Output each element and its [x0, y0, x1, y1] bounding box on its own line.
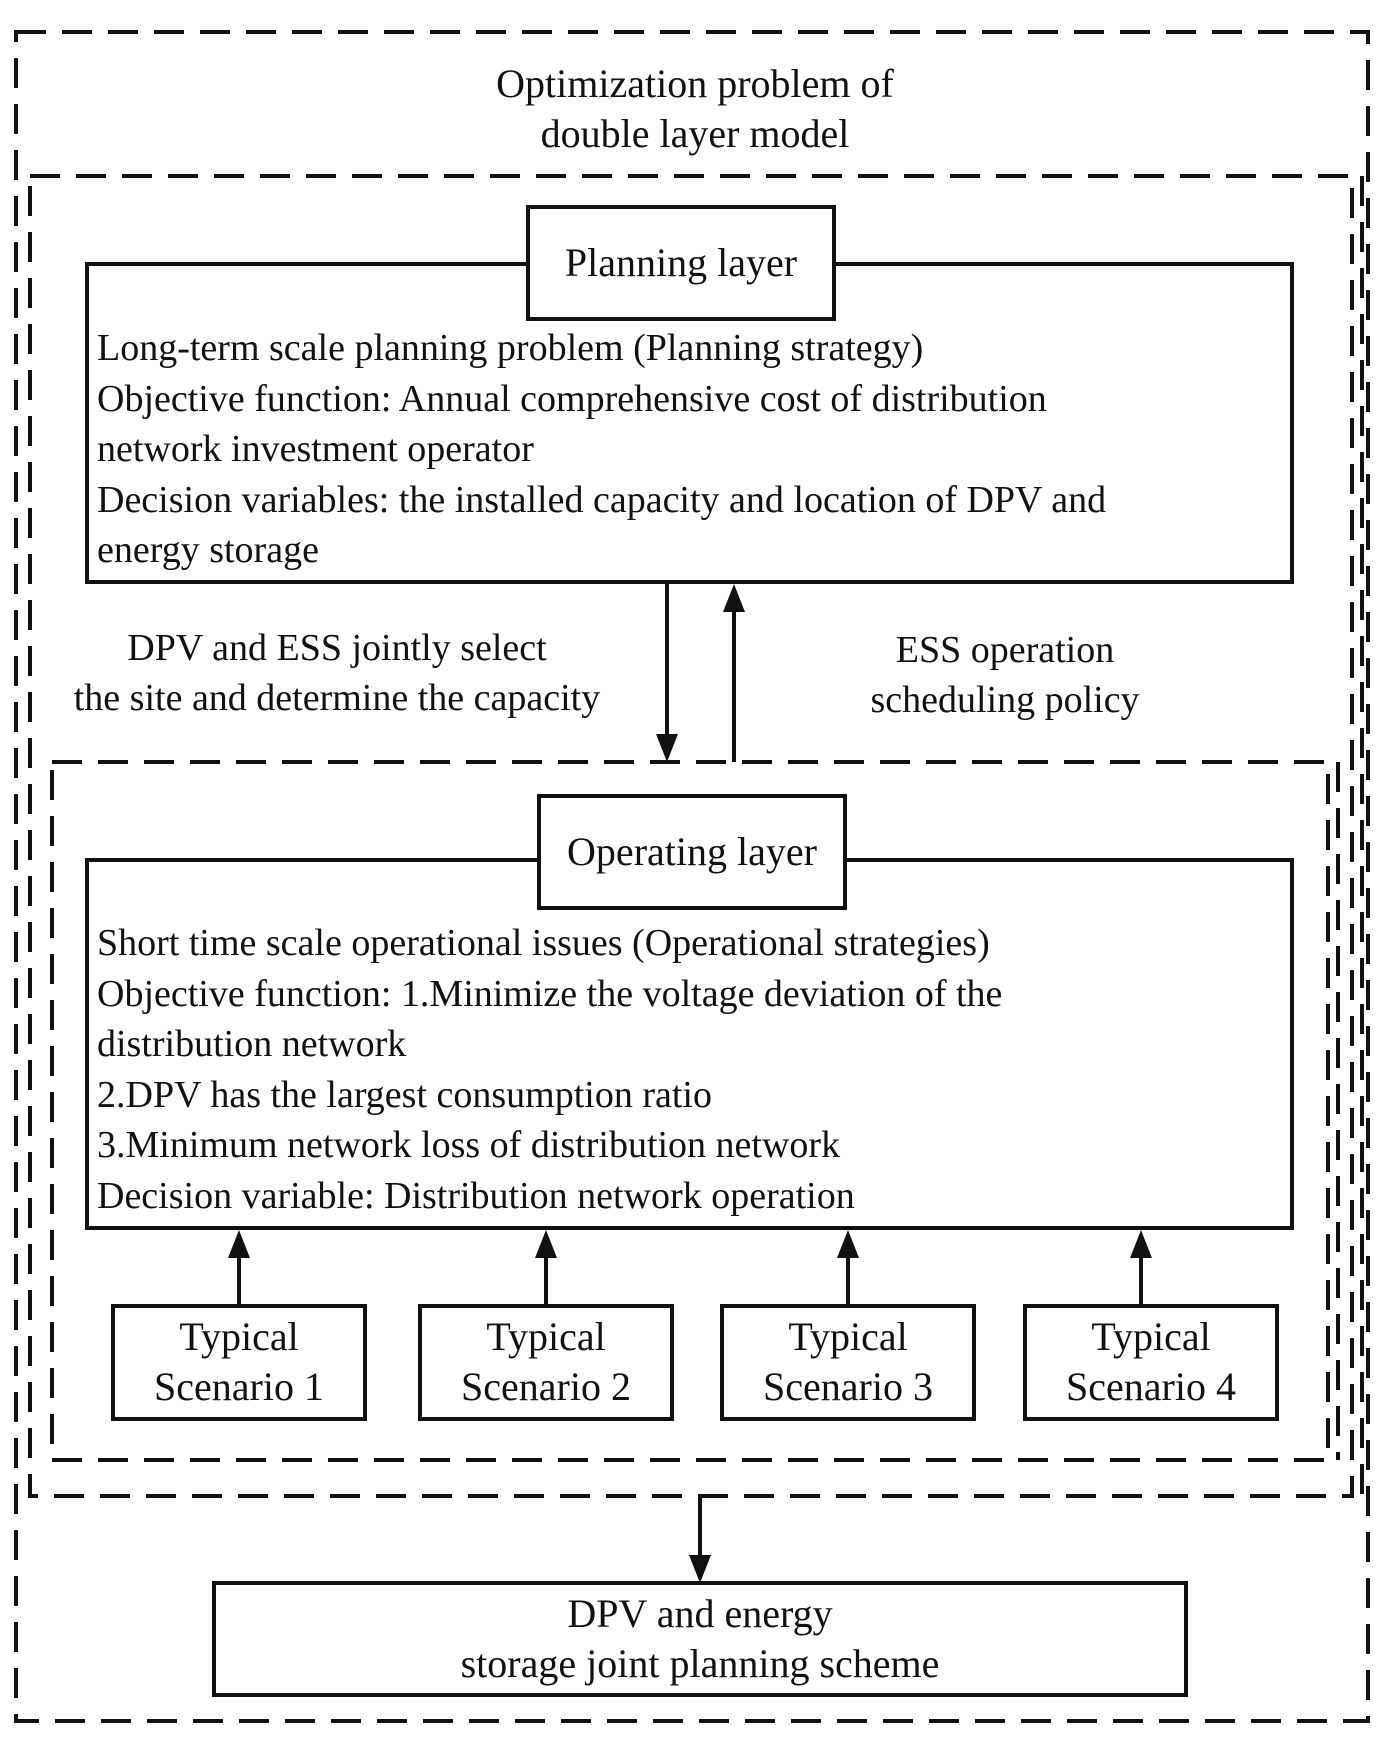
- planning-line-2: Objective function: Annual comprehensive…: [97, 377, 1047, 420]
- operating-header-box: [537, 794, 847, 910]
- operating-text: Short time scale operational issues (Ope…: [97, 918, 1002, 1221]
- planning-header: Planning layer: [564, 240, 798, 285]
- right-annotation-line-2: scheduling policy: [870, 679, 1140, 721]
- outer-title: Optimization problem of double layer mod…: [395, 59, 995, 159]
- operating-header: Operating layer: [567, 829, 817, 874]
- left-annotation: DPV and ESS jointly select the site and …: [22, 623, 652, 723]
- scenario-box-4: [1023, 1304, 1279, 1421]
- result-label: DPV and energy storage joint planning sc…: [214, 1589, 1186, 1689]
- operating-line-6: Decision variable: Distribution network …: [97, 1174, 855, 1217]
- planning-line-5: energy storage: [97, 529, 319, 571]
- scenario-1-line-1: Typical: [179, 1314, 299, 1359]
- scenario-3-line-2: Scenario 3: [763, 1364, 933, 1409]
- right-annotation-line-1: ESS operation: [895, 629, 1115, 671]
- planning-line-4: Decision variables: the installed capaci…: [97, 478, 1107, 521]
- scenario-1-line-2: Scenario 1: [154, 1364, 324, 1409]
- scenario-2-line-2: Scenario 2: [461, 1364, 631, 1409]
- operating-line-1: Short time scale operational issues (Ope…: [97, 922, 990, 964]
- right-annotation: ESS operation scheduling policy: [820, 625, 1190, 725]
- operating-line-2: Objective function: 1.Minimize the volta…: [97, 972, 1003, 1015]
- scenario-label-1: Typical Scenario 1: [113, 1312, 365, 1412]
- outer-title-line-1: Optimization problem of: [496, 61, 894, 106]
- scenario-label-3: Typical Scenario 3: [722, 1312, 974, 1412]
- scenario-2-line-1: Typical: [486, 1314, 606, 1359]
- scenario-4-line-1: Typical: [1091, 1314, 1211, 1359]
- operating-line-5: 3.Minimum network loss of distribution n…: [97, 1124, 841, 1166]
- arrow-up-head: [723, 584, 745, 612]
- operating-line-4: 2.DPV has the largest consumption ratio: [97, 1073, 712, 1116]
- arrow-down-head: [656, 734, 678, 762]
- planning-line-3: network investment operator: [97, 428, 534, 470]
- operating-line-3: distribution network: [97, 1023, 407, 1065]
- result-line-2: storage joint planning scheme: [460, 1641, 940, 1686]
- left-annotation-line-2: the site and determine the capacity: [73, 677, 601, 719]
- inner-dashed-frame: [50, 760, 1330, 1462]
- scenario-3-arrow-head: [837, 1230, 859, 1258]
- planning-line-1: Long-term scale planning problem (Planni…: [97, 327, 924, 369]
- middle-dashed-frame: [28, 174, 1354, 1498]
- scenario-4-line-2: Scenario 4: [1066, 1364, 1236, 1409]
- scenario-2-arrow-head: [535, 1230, 557, 1258]
- planning-header-box: [526, 205, 836, 321]
- scenario-1-arrow-head: [228, 1230, 250, 1258]
- planning-text: Long-term scale planning problem (Planni…: [97, 323, 1106, 576]
- result-arrow-head: [689, 1555, 711, 1583]
- scenario-4-arrow-head: [1130, 1230, 1152, 1258]
- scenario-3-line-1: Typical: [788, 1314, 908, 1359]
- scenario-label-2: Typical Scenario 2: [420, 1312, 672, 1412]
- result-line-1: DPV and energy: [567, 1591, 833, 1636]
- left-annotation-line-1: DPV and ESS jointly select: [127, 627, 547, 669]
- scenario-label-4: Typical Scenario 4: [1025, 1312, 1277, 1412]
- outer-title-line-2: double layer model: [540, 111, 850, 156]
